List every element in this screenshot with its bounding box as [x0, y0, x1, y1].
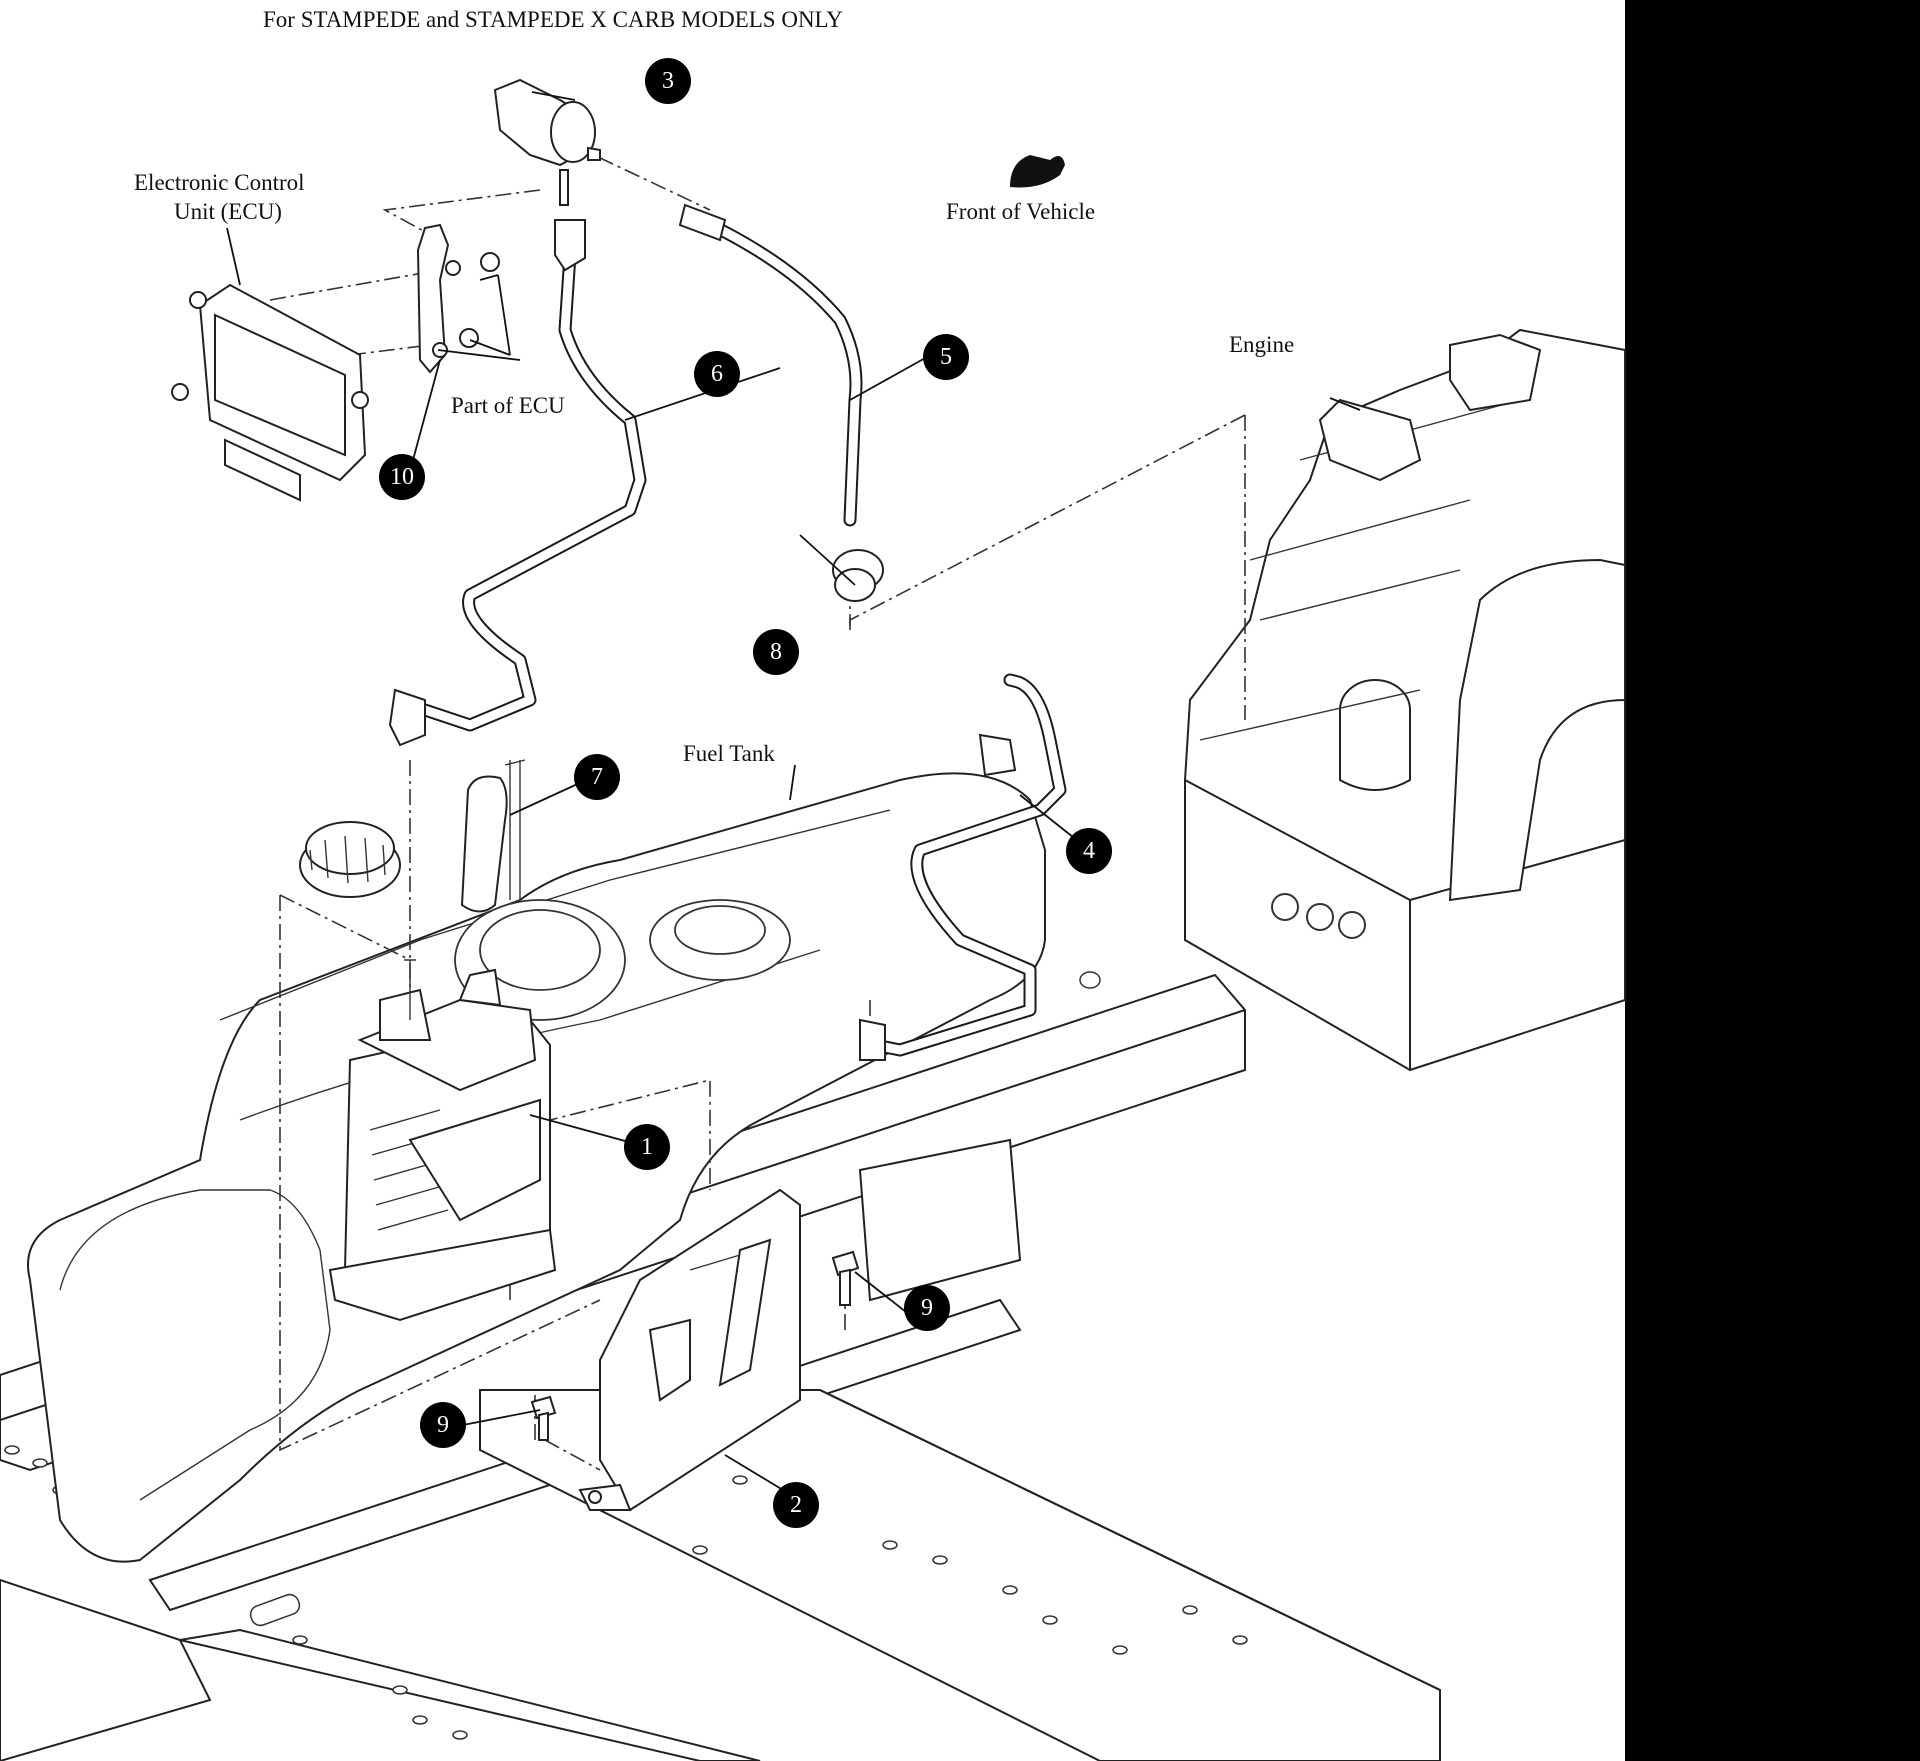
svg-text:3: 3 — [662, 68, 674, 94]
part-of-ecu-label: Part of ECU — [451, 393, 565, 418]
svg-text:8: 8 — [770, 639, 782, 665]
page-title: For STAMPEDE and STAMPEDE X CARB MODELS … — [263, 7, 843, 32]
callout-9-upper: 9 — [904, 1285, 950, 1331]
bolt-9-lower — [530, 1395, 557, 1441]
svg-text:2: 2 — [790, 1492, 802, 1518]
svg-text:9: 9 — [437, 1412, 449, 1438]
callout-4: 4 — [1066, 828, 1112, 874]
svg-text:9: 9 — [921, 1295, 933, 1321]
callout-2: 2 — [773, 1482, 819, 1528]
svg-text:7: 7 — [591, 764, 603, 790]
svg-text:6: 6 — [711, 361, 723, 387]
callout-8: 8 — [753, 629, 799, 675]
canister-bracket — [578, 1188, 801, 1512]
callout-3: 3 — [645, 58, 691, 104]
black-side-panel — [1625, 0, 1920, 1761]
callout-7: 7 — [574, 754, 620, 800]
purge-valve — [493, 78, 601, 206]
ecu-label-line-1: Electronic Control — [134, 170, 305, 195]
bolt-9-upper — [831, 1250, 860, 1306]
hose-5 — [678, 203, 863, 527]
engine-label: Engine — [1229, 332, 1294, 357]
fuel-tank-label: Fuel Tank — [683, 741, 775, 766]
evap-canister — [328, 959, 557, 1322]
ecu-label-line-2: Unit (ECU) — [174, 199, 282, 224]
callout-6: 6 — [694, 351, 740, 397]
hose-4 — [859, 673, 1067, 1061]
engine — [1184, 328, 1626, 1072]
ecu-module — [171, 283, 369, 502]
hose-6 — [388, 219, 647, 747]
front-of-vehicle-label: Front of Vehicle — [946, 199, 1095, 224]
ecu-bracket — [416, 223, 500, 374]
svg-text:10: 10 — [390, 464, 414, 490]
callout-5: 5 — [923, 334, 969, 380]
front-arrow-icon — [1010, 155, 1065, 188]
callout-1: 1 — [624, 1124, 670, 1170]
callout-9-lower: 9 — [420, 1402, 466, 1448]
hose-7 — [460, 759, 526, 913]
svg-text:1: 1 — [641, 1134, 653, 1160]
svg-text:5: 5 — [940, 344, 952, 370]
svg-text:4: 4 — [1083, 838, 1095, 864]
callout-10: 10 — [379, 454, 425, 500]
